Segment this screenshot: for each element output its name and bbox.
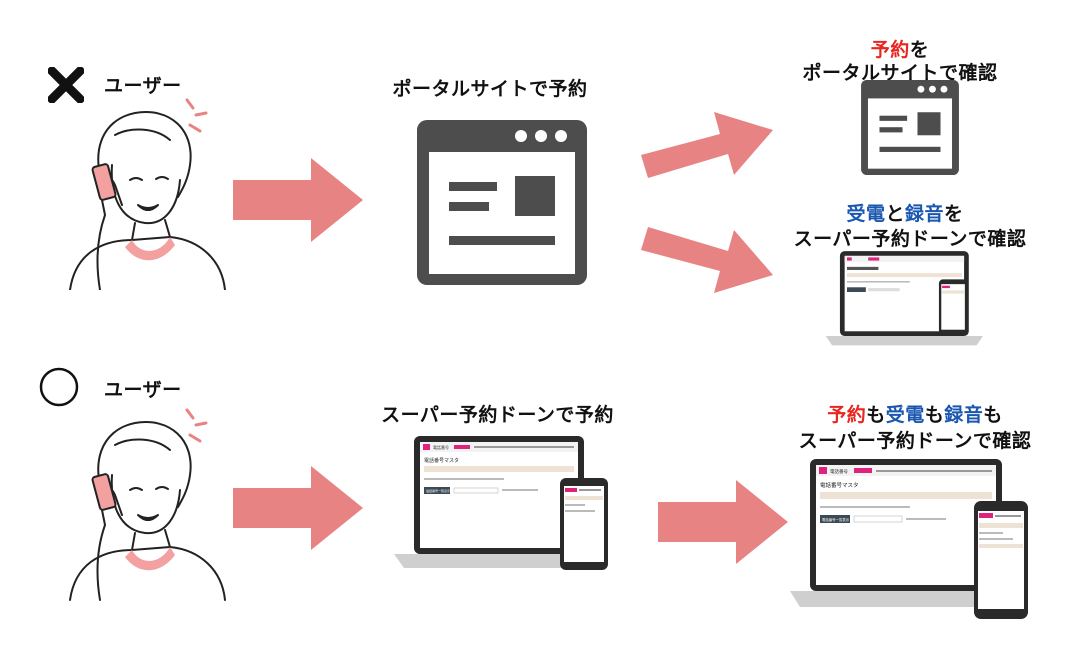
result-all-line1: 予約も受電も録音も: [795, 400, 1035, 427]
result-portal-line2: ポータルサイトで確認: [802, 62, 998, 84]
middle-title-super: スーパー予約ドーンで予約: [381, 404, 614, 426]
page-title: 電話番号マスタ: [424, 457, 459, 464]
browser-window-icon-small: [861, 80, 959, 175]
highlight-reservation: 予約: [870, 39, 910, 61]
page-title: 電話番号マスタ: [820, 481, 859, 489]
result-all-line2: スーパー予約ドーンで確認: [798, 430, 1032, 452]
particle: も: [924, 404, 945, 426]
arrow-right: [233, 158, 363, 242]
arrow-down-right: [641, 227, 773, 293]
particle: も: [983, 404, 1003, 426]
particle: も: [866, 404, 886, 426]
arrow-up-right: [641, 112, 773, 178]
highlight-recording: 録音: [905, 203, 945, 225]
list-button-label: 電話番号一覧表示: [426, 488, 450, 493]
result-recording-line1: 受電と録音を: [800, 199, 1010, 226]
device-mockup-large: 電話番号 電話番号マスタ 電話番号一覧表示: [788, 455, 1033, 625]
particle: を: [909, 39, 930, 61]
highlight-incoming-call: 受電: [846, 203, 886, 225]
app-name: 電話番号: [830, 468, 848, 475]
highlight-incoming-call: 受電: [885, 404, 925, 426]
cross-mark-icon: [48, 67, 84, 103]
browser-window-icon: [417, 120, 587, 285]
circle-mark-icon: [39, 367, 79, 407]
woman-phone-illustration: [69, 98, 226, 290]
particle: を: [944, 203, 964, 225]
arrow-right: [233, 466, 363, 550]
result-recording-line2: スーパー予約ドーンで確認: [793, 228, 1027, 250]
woman-phone-illustration: [69, 408, 226, 601]
user-label: ユーザー: [104, 379, 182, 401]
result-portal-line1: 予約を: [800, 35, 1000, 62]
middle-title-portal: ポータルサイトで予約: [392, 78, 588, 100]
list-button-label: 電話番号一覧表示: [822, 517, 850, 522]
particle: と: [885, 203, 905, 225]
device-mockup-small: [820, 248, 995, 358]
device-mockup-medium: 電話番号 電話番号マスタ 電話番号一覧表示: [392, 432, 617, 582]
app-name: 電話番号: [433, 444, 449, 450]
arrow-right: [658, 480, 788, 564]
highlight-reservation: 予約: [827, 404, 867, 426]
user-label: ユーザー: [104, 75, 182, 97]
highlight-recording: 録音: [944, 404, 984, 426]
